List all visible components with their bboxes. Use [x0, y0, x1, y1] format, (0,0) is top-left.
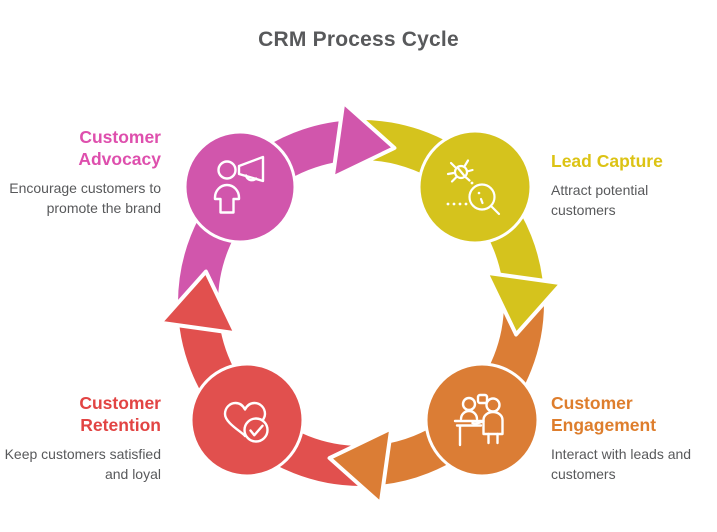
- node-label-customer-retention: Customer Retention: [79, 393, 161, 436]
- node-circle-customer-retention: [189, 362, 305, 478]
- arrowhead-right-down-icon: [484, 270, 564, 337]
- arrowhead-bottom-left-icon: [327, 426, 394, 506]
- people-greeting-icon: [453, 393, 504, 447]
- node-description-customer-retention: Keep customers satisfied and loyal: [4, 446, 161, 483]
- node-circles: [183, 129, 540, 478]
- node-label-customer-engagement: Customer Engagement: [551, 393, 657, 436]
- bug-magnifier-icon: [446, 159, 501, 216]
- node-description-customer-advocacy: Encourage customers to promote the brand: [9, 180, 161, 217]
- person-megaphone-icon: [213, 155, 265, 214]
- node-label-customer-advocacy: Customer Advocacy: [78, 127, 161, 170]
- node-text-customer-engagement: Customer Engagement Interact with leads …: [551, 392, 717, 485]
- arrowhead-left-up-icon: [158, 269, 238, 336]
- page-title: CRM Process Cycle: [258, 28, 459, 51]
- dotted-trail: [446, 181, 481, 206]
- cycle-arrowheads: [158, 100, 564, 506]
- node-label-lead-capture: Lead Capture: [551, 151, 663, 171]
- node-description-lead-capture: Attract potential customers: [551, 182, 649, 218]
- heart-check-icon: [223, 401, 269, 443]
- check-badge-circle: [243, 417, 269, 443]
- node-text-customer-advocacy: Customer Advocacy Encourage customers to…: [0, 126, 161, 219]
- node-circle-customer-advocacy: [183, 130, 297, 244]
- node-description-customer-engagement: Interact with leads and customers: [551, 446, 692, 483]
- node-text-lead-capture: Lead Capture Attract potential customers: [551, 150, 711, 220]
- node-text-customer-retention: Customer Retention Keep customers satisf…: [0, 392, 161, 485]
- arrowhead-top-right-icon: [330, 100, 397, 180]
